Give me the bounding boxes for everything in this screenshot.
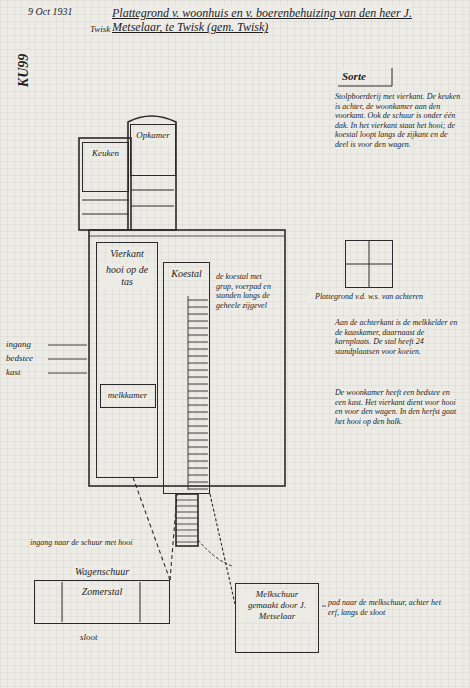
note-text: ingang naar de schuur met hooi <box>30 538 145 548</box>
margin-label-text: ingang <box>6 339 31 349</box>
room-label: hooi op de tas <box>100 264 154 288</box>
main-building-wall <box>89 230 285 486</box>
connector-line <box>210 494 235 604</box>
note-text-text: de koestal met grup, voerpad en standen … <box>216 272 271 310</box>
margin-label: kast <box>6 367 48 378</box>
room-label: Opkamer <box>134 130 172 141</box>
note-text: pad naar de melkschuur, achter het erf, … <box>328 598 452 617</box>
room-label: Melkschuur gemaakt door J. Metselaar <box>239 589 315 621</box>
stable-box: Koestal <box>163 262 210 494</box>
place-note-text: Twisk <box>90 24 110 34</box>
stair <box>176 494 198 546</box>
room-box: melkkamer <box>100 384 156 408</box>
room-label: Koestal <box>169 268 204 280</box>
heading-label: Plattegrond v.d. w.s. van achteren <box>308 292 430 302</box>
room-label: Keuken <box>90 148 121 159</box>
place-note: Twisk <box>90 24 130 35</box>
room-box: Vierkant hooi op de tas melkkamer <box>96 242 158 478</box>
margin-label-text: bedstee <box>6 353 33 363</box>
leader-line <box>48 345 87 373</box>
title-text: Plattegrond v. woonhuis en v. boerenbehu… <box>112 6 412 34</box>
place-note-text: sloot <box>80 632 98 642</box>
note-text-text: Stolpboerderij met vierkant. De keuken i… <box>335 92 460 149</box>
note-text-text: ingang naar de schuur met hooi <box>30 538 132 547</box>
room-box: Opkamer <box>130 124 176 176</box>
heading-box <box>338 68 392 86</box>
margin-label-text: kast <box>6 367 21 377</box>
note-text-text: pad naar de melkschuur, achter het erf, … <box>328 598 441 617</box>
connector-line <box>170 494 177 580</box>
note-heading-text: Sorte <box>342 70 366 82</box>
note-heading: Sorte <box>342 70 388 83</box>
annex-wall <box>79 138 131 230</box>
date-note-text: 9 Oct 1931 <box>28 6 72 17</box>
room-label: melkkamer <box>106 390 149 401</box>
room-label: Vierkant <box>108 248 146 260</box>
note-text-text: De woonkamer heeft een bedstee en een ka… <box>335 388 456 426</box>
heading-label: Wagenschuur <box>73 566 131 578</box>
margin-label: ingang <box>6 339 48 350</box>
title: Plattegrond v. woonhuis en v. boerenbehu… <box>112 6 452 35</box>
margin-label: bedstee <box>6 353 48 364</box>
note-text: de koestal met grup, voerpad en standen … <box>216 272 280 310</box>
room-box: Keuken <box>82 142 129 192</box>
note-text: Aan de achterkant is de melkkelder en de… <box>335 318 461 356</box>
date-note: 9 Oct 1931 <box>28 6 98 18</box>
note-text: Stolpboerderij met vierkant. De keuken i… <box>335 92 461 150</box>
annex-wall <box>128 116 176 230</box>
note-text: De woonkamer heeft een bedstee en een ka… <box>335 388 461 426</box>
place-note: sloot <box>80 632 120 643</box>
barn-box: WagenschuurZomerstal <box>34 580 170 624</box>
shed-box: Melkschuur gemaakt door J. Metselaar <box>235 583 319 653</box>
room-label: Zomerstal <box>80 586 125 598</box>
archive-code-text: KU99 <box>16 54 31 87</box>
small-plan-box: Plattegrond v.d. w.s. van achteren <box>345 240 393 288</box>
small-plan-wall <box>345 240 393 288</box>
note-text-text: Aan de achterkant is de melkkelder en de… <box>335 318 457 356</box>
archive-code: KU99 <box>16 48 33 92</box>
